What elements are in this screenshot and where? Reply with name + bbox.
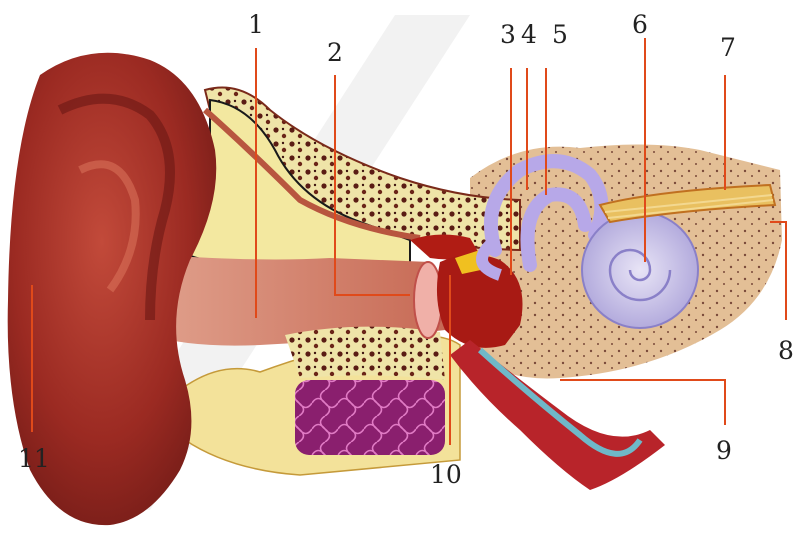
label-4: 4 (521, 22, 537, 47)
label-10: 10 (430, 462, 462, 487)
parotid-gland (295, 380, 445, 455)
label-5: 5 (552, 22, 568, 47)
label-6: 6 (632, 12, 648, 37)
label-9: 9 (716, 438, 732, 463)
label-7: 7 (720, 35, 736, 60)
label-8: 8 (778, 338, 793, 363)
label-1: 1 (248, 12, 264, 37)
label-3: 3 (500, 22, 516, 47)
cochlea (582, 212, 698, 328)
leader-line-9 (560, 380, 725, 425)
label-2: 2 (327, 40, 343, 65)
label-11: 11 (18, 446, 50, 471)
